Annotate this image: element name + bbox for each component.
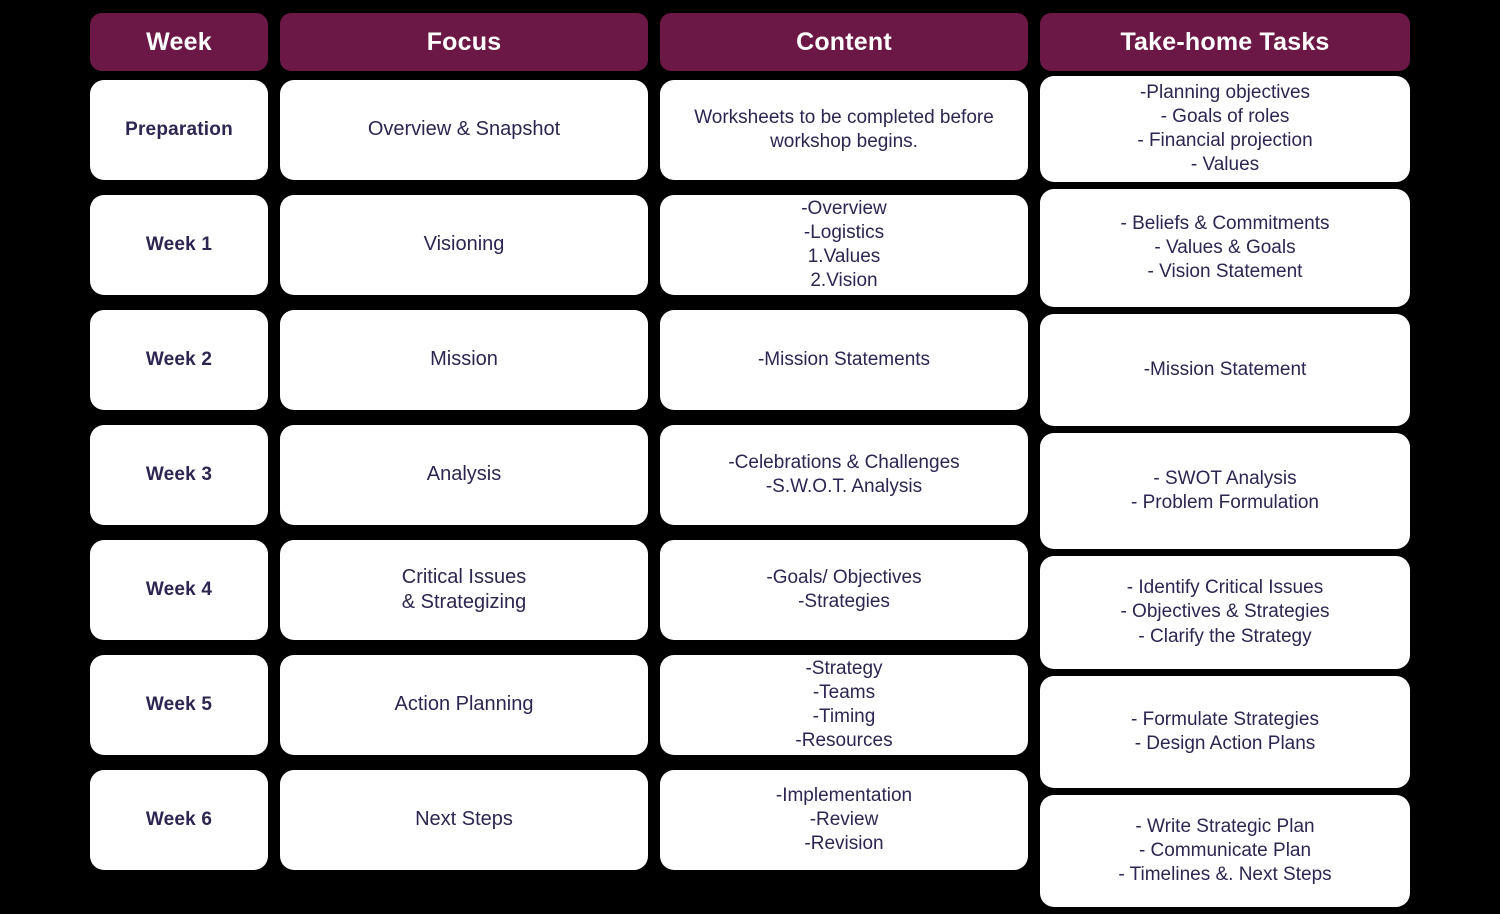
column-header-focus-label: Focus: [426, 27, 502, 56]
tasks-text: - SWOT Analysis - Problem Formulation: [1131, 467, 1319, 513]
table-row: Week 4: [90, 540, 268, 640]
week-label: Preparation: [125, 119, 233, 140]
tasks-text: - Formulate Strategies - Design Action P…: [1131, 708, 1319, 754]
table-row: Analysis: [280, 425, 648, 525]
table-row: -Mission Statements: [660, 310, 1028, 410]
table-row: -Goals/ Objectives -Strategies: [660, 540, 1028, 640]
column-header-week: Week: [90, 13, 268, 71]
workshop-schedule-table: Week Focus Content Take-home Tasks Prepa…: [90, 13, 1412, 907]
table-row: Mission: [280, 310, 648, 410]
week-label: Week 2: [145, 349, 213, 370]
table-row: - Beliefs & Commitments - Values & Goals…: [1040, 189, 1410, 307]
focus-text: Next Steps: [415, 808, 513, 831]
column-header-take-home-tasks-label: Take-home Tasks: [1120, 27, 1330, 56]
table-row: Overview & Snapshot: [280, 80, 648, 180]
column-content: Worksheets to be completed before worksh…: [660, 80, 1028, 914]
table-row: Week 6: [90, 770, 268, 870]
column-header-take-home-tasks: Take-home Tasks: [1040, 13, 1410, 71]
table-row: -Implementation -Review -Revision: [660, 770, 1028, 870]
focus-text: Overview & Snapshot: [367, 118, 561, 141]
week-label: Week 3: [145, 464, 213, 485]
week-label: Week 4: [145, 579, 213, 600]
week-label: Week 1: [145, 234, 213, 255]
content-text: Worksheets to be completed before worksh…: [694, 106, 994, 152]
focus-text: Action Planning: [394, 693, 534, 716]
table-header-row: Week Focus Content Take-home Tasks: [90, 13, 1412, 71]
tasks-text: - Write Strategic Plan - Communicate Pla…: [1118, 815, 1332, 886]
table-row: - Identify Critical Issues - Objectives …: [1040, 556, 1410, 669]
focus-text: Analysis: [426, 463, 502, 486]
table-row: Worksheets to be completed before worksh…: [660, 80, 1028, 180]
table-row: Action Planning: [280, 655, 648, 755]
table-row: - Formulate Strategies - Design Action P…: [1040, 676, 1410, 788]
table-row: Preparation: [90, 80, 268, 180]
week-label: Week 5: [145, 694, 213, 715]
column-take-home-tasks: -Planning objectives - Goals of roles - …: [1040, 76, 1410, 914]
content-text: -Goals/ Objectives -Strategies: [766, 566, 922, 612]
week-label: Week 6: [145, 809, 213, 830]
table-row: - SWOT Analysis - Problem Formulation: [1040, 433, 1410, 549]
table-row: -Celebrations & Challenges -S.W.O.T. Ana…: [660, 425, 1028, 525]
table-row: Week 3: [90, 425, 268, 525]
content-text: -Implementation -Review -Revision: [775, 784, 913, 855]
column-header-content-label: Content: [796, 27, 892, 56]
content-text: -Strategy -Teams -Timing -Resources: [795, 657, 893, 752]
table-body: Preparation Week 1 Week 2 Week 3 Week 4 …: [90, 76, 1412, 914]
column-header-focus: Focus: [280, 13, 648, 71]
column-week: Preparation Week 1 Week 2 Week 3 Week 4 …: [90, 80, 268, 914]
table-row: Critical Issues & Strategizing: [280, 540, 648, 640]
tasks-text: -Planning objectives - Goals of roles - …: [1137, 81, 1313, 176]
table-row: Visioning: [280, 195, 648, 295]
table-row: Week 2: [90, 310, 268, 410]
table-row: Week 1: [90, 195, 268, 295]
table-row: Next Steps: [280, 770, 648, 870]
column-focus: Overview & Snapshot Visioning Mission An…: [280, 80, 648, 914]
tasks-text: - Identify Critical Issues - Objectives …: [1120, 577, 1330, 647]
column-header-week-label: Week: [146, 27, 212, 56]
focus-text: Critical Issues & Strategizing: [401, 565, 527, 613]
content-text: -Celebrations & Challenges -S.W.O.T. Ana…: [728, 451, 960, 497]
table-row: Week 5: [90, 655, 268, 755]
table-row: - Write Strategic Plan - Communicate Pla…: [1040, 795, 1410, 907]
tasks-text: -Mission Statement: [1143, 358, 1307, 380]
column-header-content: Content: [660, 13, 1028, 71]
content-text: -Overview -Logistics 1.Values 2.Vision: [801, 197, 887, 292]
table-row: -Strategy -Teams -Timing -Resources: [660, 655, 1028, 755]
table-row: -Overview -Logistics 1.Values 2.Vision: [660, 195, 1028, 295]
table-row: -Planning objectives - Goals of roles - …: [1040, 76, 1410, 182]
tasks-text: - Beliefs & Commitments - Values & Goals…: [1120, 212, 1330, 283]
table-row: -Mission Statement: [1040, 314, 1410, 426]
focus-text: Visioning: [423, 233, 505, 256]
focus-text: Mission: [430, 348, 498, 371]
content-text: -Mission Statements: [757, 348, 931, 370]
